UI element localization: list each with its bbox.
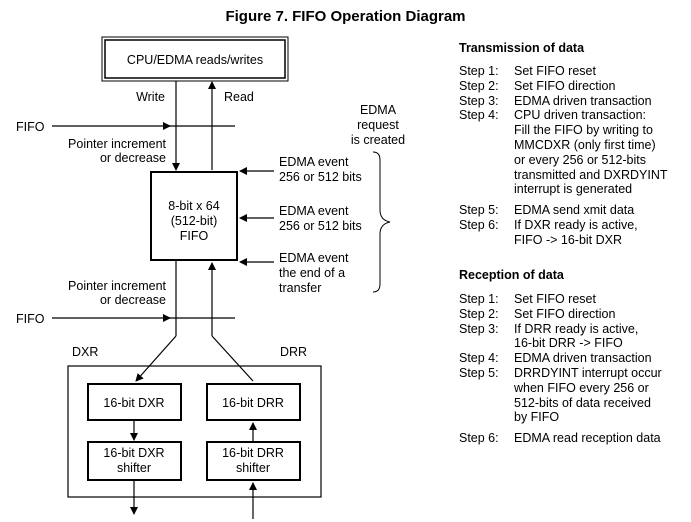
fifo-box-line2: (512-bit) xyxy=(171,214,218,228)
fifo-bottom-label: FIFO xyxy=(16,312,45,326)
pointer-top-line2: or decrease xyxy=(100,151,166,165)
edma-event-2-line2: 256 or 512 bits xyxy=(279,219,362,233)
fifo-to-dxr-arrow xyxy=(135,335,177,382)
cpu-box xyxy=(104,39,286,79)
dxr-label: DXR xyxy=(72,345,98,359)
edma-event-3-line2: the end of a xyxy=(279,266,345,280)
step-item: Step 4: CPU driven transaction: Fill the … xyxy=(459,108,668,197)
drr-shifter-box xyxy=(206,441,301,481)
step-text: Set FIFO direction xyxy=(514,78,616,93)
dxr-shifter-line2: shifter xyxy=(117,461,151,475)
step-text: Set FIFO reset xyxy=(514,292,596,306)
fifo-top-label: FIFO xyxy=(16,120,45,134)
edma-request-line2: request xyxy=(357,118,399,132)
step-item: Step 5: EDMA send xmit data xyxy=(459,203,668,218)
transmission-title: Transmission of data xyxy=(459,41,585,55)
step-text: EDMA read reception data xyxy=(514,431,661,446)
step-number: Step 5: xyxy=(459,203,499,218)
drr-box xyxy=(206,383,301,421)
dxr-box-label: 16-bit DXR xyxy=(103,396,164,410)
step-number: Step 4: xyxy=(459,351,499,366)
step-item: Step 6: EDMA read reception data xyxy=(459,431,662,446)
write-label: Write xyxy=(136,90,165,104)
pointer-bottom-line1: Pointer increment xyxy=(68,279,166,293)
step-number: Step 6: xyxy=(459,217,499,232)
edma-request-line1: EDMA xyxy=(360,103,397,117)
fifo-box xyxy=(150,171,238,261)
read-label: Read xyxy=(224,90,254,104)
step-item: Step 5: DRRDYINT interrupt occur when FIF… xyxy=(459,366,662,425)
step-item: Step 6: If DXR ready is active, FIFO -> 1… xyxy=(459,218,668,248)
edma-request-line3: is created xyxy=(351,133,405,147)
step-number: Step 2: xyxy=(459,306,499,321)
step-number: Step 1: xyxy=(459,292,499,306)
pointer-top-line1: Pointer increment xyxy=(68,137,166,151)
pointer-bottom-line2: or decrease xyxy=(100,293,166,307)
step-text: If DXR ready is active, FIFO -> 16-bit D… xyxy=(514,217,638,247)
step-text: EDMA driven transaction xyxy=(514,351,652,366)
drr-to-fifo-line xyxy=(211,335,254,382)
step-number: Step 3: xyxy=(459,321,499,336)
dxr-shifter-box xyxy=(87,441,182,481)
step-text: Set FIFO direction xyxy=(514,306,616,321)
serial-port-container xyxy=(67,365,322,498)
figure-title: Figure 7. FIFO Operation Diagram xyxy=(225,8,466,25)
step-item: Step 1: Set FIFO reset xyxy=(459,64,668,79)
step-number: Step 3: xyxy=(459,93,499,108)
step-text: EDMA send xmit data xyxy=(514,203,635,218)
step-number: Step 4: xyxy=(459,108,499,123)
drr-shifter-line1: 16-bit DRR xyxy=(222,446,284,460)
edma-event-2-line1: EDMA event xyxy=(279,204,349,218)
fifo-box-line3: FIFO xyxy=(180,229,209,243)
step-text: DRRDYINT interrupt occur when FIFO every… xyxy=(514,365,662,425)
drr-shifter-line2: shifter xyxy=(236,461,270,475)
step-item: Step 1: Set FIFO reset xyxy=(459,292,662,307)
step-item: Step 3: EDMA driven transaction xyxy=(459,94,668,109)
cpu-box-border xyxy=(101,36,289,82)
step-number: Step 1: xyxy=(459,64,499,78)
edma-event-3-line3: transfer xyxy=(279,281,321,295)
step-number: Step 5: xyxy=(459,365,499,380)
reception-title: Reception of data xyxy=(459,268,564,282)
step-text: CPU driven transaction: Fill the FIFO by… xyxy=(514,108,668,197)
cpu-box-label: CPU/EDMA reads/writes xyxy=(127,53,263,67)
step-item: Step 2: Set FIFO direction xyxy=(459,307,662,322)
step-number: Step 6: xyxy=(459,431,499,446)
edma-event-1-line1: EDMA event xyxy=(279,155,349,169)
step-text: If DRR ready is active, 16-bit DRR -> FI… xyxy=(514,321,639,351)
edma-event-3-line1: EDMA event xyxy=(279,251,349,265)
step-item: Step 4: EDMA driven transaction xyxy=(459,351,662,366)
drr-box-label: 16-bit DRR xyxy=(222,396,284,410)
step-number: Step 2: xyxy=(459,78,499,93)
fifo-box-line1: 8-bit x 64 xyxy=(168,199,219,213)
edma-request-brace xyxy=(372,151,391,293)
dxr-shifter-line1: 16-bit DXR xyxy=(103,446,164,460)
step-text: EDMA driven transaction xyxy=(514,93,652,108)
step-item: Step 2: Set FIFO direction xyxy=(459,79,668,94)
drr-label: DRR xyxy=(280,345,307,359)
step-text: Set FIFO reset xyxy=(514,64,596,78)
edma-event-1-line2: 256 or 512 bits xyxy=(279,170,362,184)
step-item: Step 3: If DRR ready is active, 16-bit DR… xyxy=(459,322,662,352)
